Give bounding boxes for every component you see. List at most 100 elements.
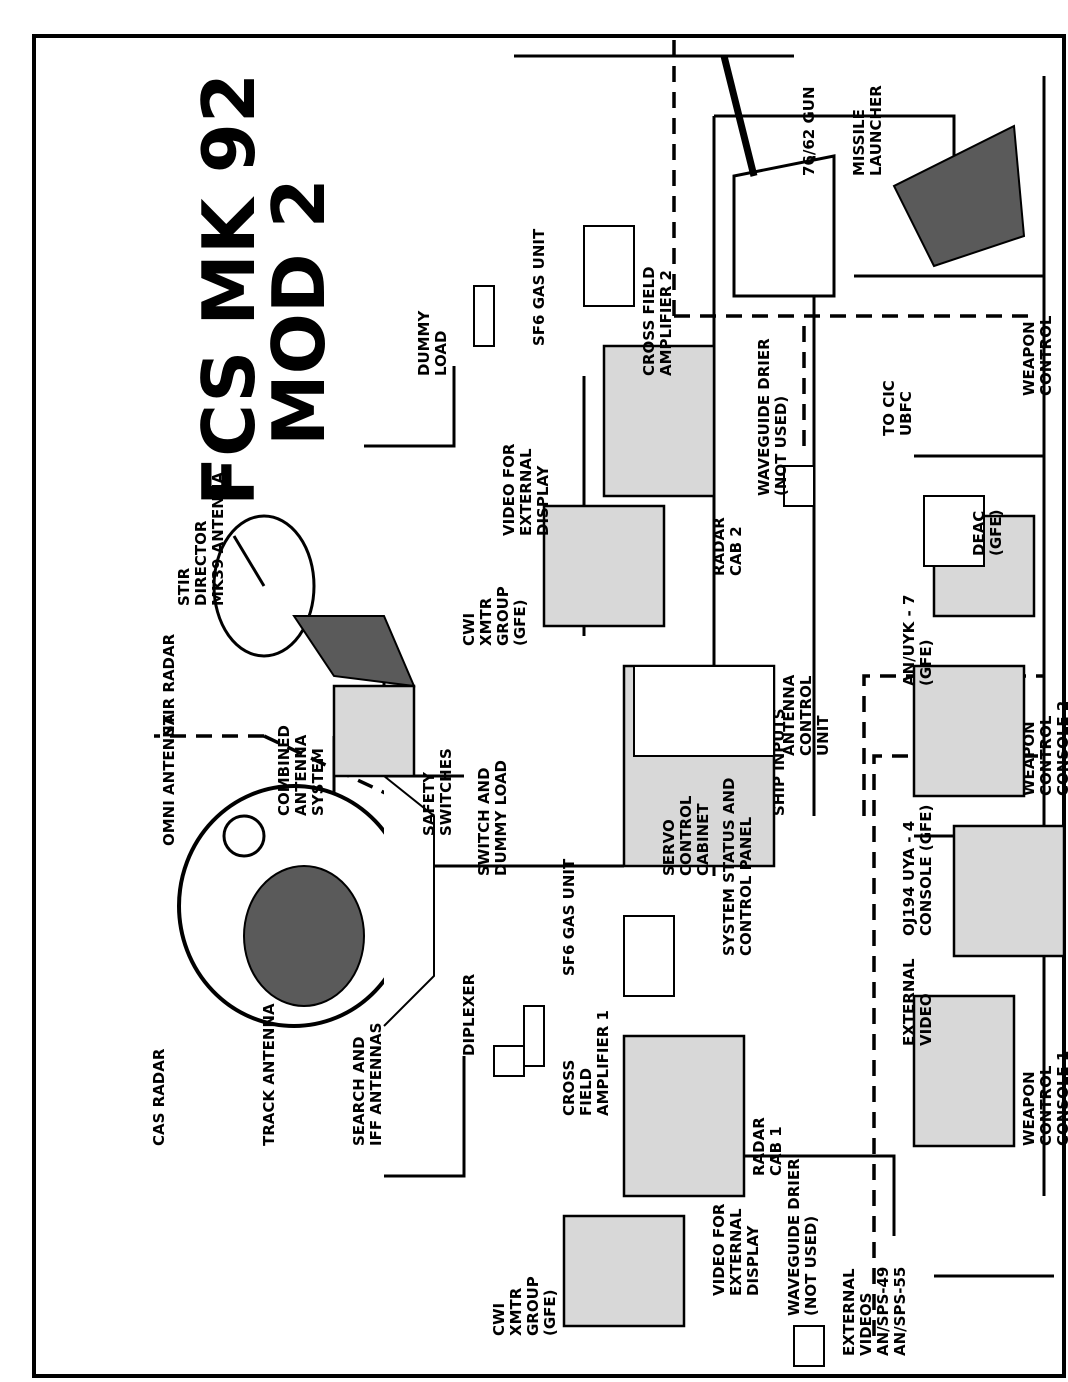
label-combined-3: SYSTEM: [309, 748, 327, 816]
label-search-iff-1: SEARCH AND: [350, 1036, 368, 1146]
weapon-console-1: [912, 994, 1016, 1148]
label-wcc2-2: CONTROL: [1037, 715, 1055, 796]
label-wg-drier-bot-1: WAVEGUIDE DRIER: [785, 1158, 803, 1316]
label-safety-2: SWITCHES: [437, 748, 455, 836]
label-acu-1: ANTENNA: [780, 674, 798, 756]
waveguide-drier-bottom: [793, 1325, 825, 1367]
dash-oj194: [872, 754, 1044, 1336]
sf6-unit-bottom: [623, 915, 675, 997]
antenna-control-unit: [633, 665, 775, 757]
label-sf6-top: SF6 GAS UNIT: [530, 228, 548, 346]
label-video-ext-3: DISPLAY: [534, 464, 552, 536]
label-radar-cab2-1: RADAR: [710, 517, 728, 576]
label-sys-status-1: SYSTEM STATUS AND: [720, 778, 738, 956]
label-video-ext-1: VIDEO FOR: [500, 443, 518, 536]
cwi-xmtr-top: [542, 504, 666, 628]
label-switch-dummy-1: SWITCH AND: [475, 767, 493, 876]
label-omni-antenna: OMNI ANTENNA: [160, 713, 178, 846]
label-diplexer: DIPLEXER: [460, 973, 478, 1056]
label-ext-video-2: VIDEO: [917, 993, 935, 1046]
label-missile-2: LAUNCHER: [867, 85, 885, 176]
deac: [923, 495, 985, 567]
label-wcc2-1: WEAPON: [1020, 721, 1038, 796]
label-cwi-top-2: XMTR: [477, 597, 495, 646]
switch-dummy-load: [523, 1005, 545, 1067]
label-servo-1: SERVO: [660, 819, 678, 876]
sf6-unit-top: [583, 225, 635, 307]
gun-76-62: [720, 55, 836, 298]
label-dummy-load-2: LOAD: [432, 331, 450, 376]
stir-antenna: [212, 514, 416, 778]
label-acu-3: UNIT: [814, 715, 832, 756]
label-anuyk-2: (GFE): [917, 639, 935, 686]
label-sf6-bottom: SF6 GAS UNIT: [560, 858, 578, 976]
label-ext-video-1: EXTERNAL: [900, 958, 918, 1046]
label-ship-inputs: SHIP INPUTS: [770, 709, 788, 817]
radar-cab-2: [602, 344, 716, 498]
label-missile-1: MISSILE: [850, 109, 868, 176]
weapon-console-2: [912, 664, 1026, 798]
label-switch-dummy-2: DUMMY LOAD: [492, 760, 510, 876]
label-stir-radar: STIR RADAR: [160, 633, 178, 736]
dummy-load-top: [473, 285, 495, 347]
label-track-antenna: TRACK ANTENNA: [260, 1003, 278, 1146]
label-wg-drier-bot-2: (NOT USED): [802, 1216, 820, 1316]
label-combined-1: COMBINED: [275, 725, 293, 816]
label-wg-drier-top-2: (NOT USED): [772, 396, 790, 496]
label-cwi-bot-2: XMTR: [507, 1287, 525, 1336]
label-ext-videos-4: AN/SPS-55: [891, 1267, 909, 1356]
label-radar-cab1-1: RADAR: [750, 1117, 768, 1176]
label-cas-radar: CAS RADAR: [150, 1048, 168, 1146]
title-line1: FCS MK 92: [187, 73, 271, 506]
label-cfa2-1: CROSS FIELD: [640, 266, 658, 376]
label-wcc2-3: CONSOLE 2: [1054, 701, 1068, 796]
label-cwi-bot-4: (GFE): [541, 1289, 559, 1336]
label-cwi-bot-3: GROUP: [524, 1276, 542, 1336]
label-acu-2: CONTROL: [797, 675, 815, 756]
radar-cab-1: [622, 1034, 746, 1198]
missile-launcher: [892, 124, 1026, 268]
label-wcc1-2: CONTROL: [1037, 1065, 1055, 1146]
cab1-link: [724, 1154, 896, 1236]
label-weapon-control-2: CONTROL: [1037, 315, 1055, 396]
label-deac-2: (GFE): [987, 509, 1005, 556]
label-combined-2: ANTENNA: [292, 734, 310, 816]
label-servo-3: CABINET: [694, 803, 712, 876]
label-cwi-top-3: GROUP: [494, 586, 512, 646]
label-cfa1-2: FIELD: [577, 1068, 595, 1116]
waveguide-drier-top: [783, 465, 815, 507]
label-video-ext-b3: DISPLAY: [744, 1224, 762, 1296]
label-stir-director-3: MK39 ANTENNA: [209, 472, 227, 606]
page-frame: [32, 34, 1066, 1378]
landscape-group: FCS MK 92 MOD 2: [150, 36, 1068, 1367]
oj194-console: [952, 824, 1066, 958]
label-cwi-bot-1: CWI: [490, 1303, 508, 1336]
label-cfa2-2: AMPLIFIER 2: [657, 270, 675, 376]
label-radar-cab2-2: CAB 2: [727, 526, 745, 576]
label-cfa1-3: AMPLIFIER 1: [594, 1010, 612, 1116]
label-weapon-control-1: WEAPON: [1020, 321, 1038, 396]
label-cwi-top-4: (GFE): [511, 599, 529, 646]
label-stir-director-2: DIRECTOR: [192, 520, 210, 606]
label-video-ext-b1: VIDEO FOR: [710, 1203, 728, 1296]
title-line2: MOD 2: [257, 178, 341, 446]
label-oj194-2: CONSOLE (GFE): [917, 805, 935, 936]
label-dummy-load-1: DUMMY: [415, 310, 433, 376]
label-stir-director-1: STIR: [175, 567, 193, 606]
label-to-cic-2: UBFC: [897, 391, 915, 436]
dummy-load-link: [364, 366, 456, 448]
label-search-iff-2: IFF ANTENNAS: [367, 1023, 385, 1146]
diplexer-link: [384, 1056, 466, 1178]
cwi-xmtr-bottom: [562, 1214, 686, 1328]
label-ext-videos-1: EXTERNAL: [840, 1268, 858, 1356]
label-servo-2: CONTROL: [677, 795, 695, 876]
label-video-ext-2: EXTERNAL: [517, 448, 535, 536]
label-cfa1-1: CROSS: [560, 1060, 578, 1116]
cas-radar-dome: [177, 775, 435, 1028]
label-deac-1: DEAC: [970, 511, 988, 556]
label-wg-drier-top-1: WAVEGUIDE DRIER: [755, 338, 773, 496]
label-gun: 76/62 GUN: [800, 87, 818, 177]
label-to-cic-1: TO CIC: [880, 380, 898, 436]
label-anuyk-1: AN/UYK - 7: [900, 595, 918, 686]
